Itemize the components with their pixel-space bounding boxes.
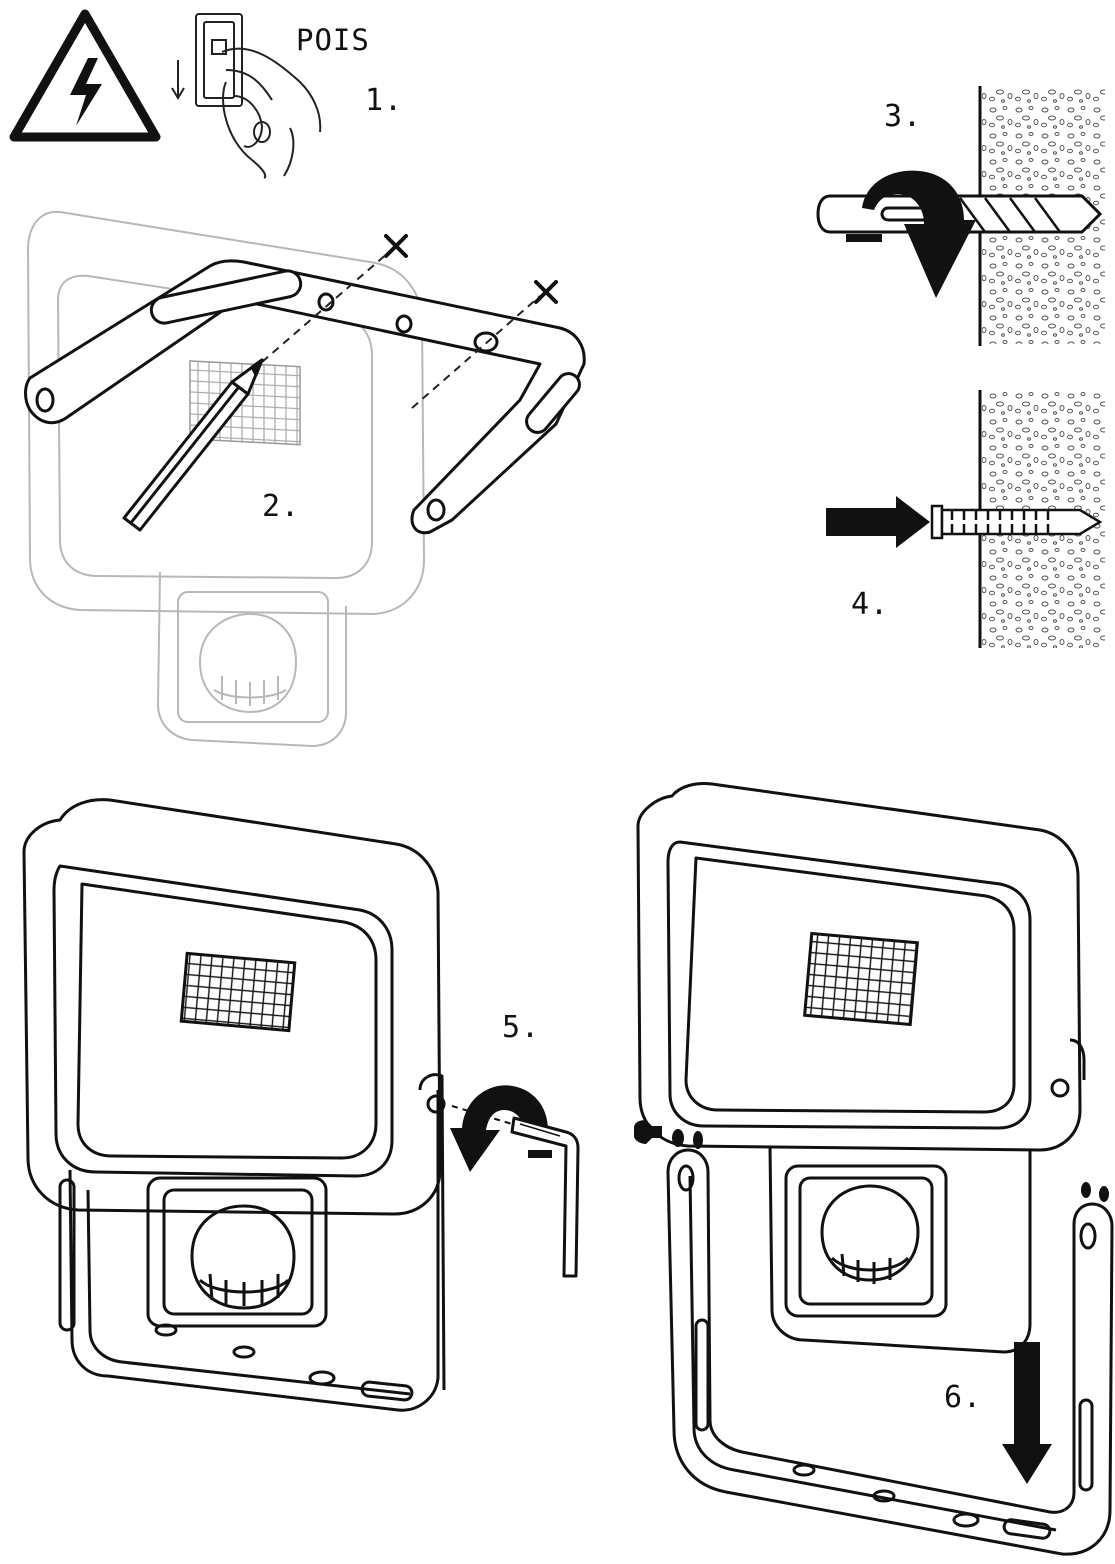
step-number-3: 3. [884,99,923,134]
mounting-bracket-removed [666,1148,1114,1556]
step-number-1: 1. [365,83,404,118]
pencil-icon [122,358,264,532]
washer-right [1081,1182,1109,1202]
mounting-bracket [24,259,586,535]
step-number-5: 5. [502,1010,541,1045]
wall-plug-icon [930,504,1103,540]
drill-mark-crosses [384,234,558,304]
rotate-arrow-icon [846,170,976,298]
step-number-2: 2. [262,489,301,524]
floodlight-step6 [636,782,1086,1354]
push-arrow-icon [826,496,930,548]
instruction-text-pois: POIS [296,23,370,57]
rotate-arrow-icon [450,1085,552,1172]
high-voltage-warning-icon [9,9,161,142]
light-switch-hand-icon [171,13,322,179]
step-number-6: 6. [944,1380,983,1415]
allen-key-icon [510,1116,580,1278]
drill-mark-lines [261,245,541,409]
floodlight-step5 [22,798,446,1412]
screw-washer-left [634,1120,703,1149]
floodlight-faded [26,210,426,748]
down-arrow-icon [1002,1342,1052,1484]
step-number-4: 4. [851,587,890,622]
